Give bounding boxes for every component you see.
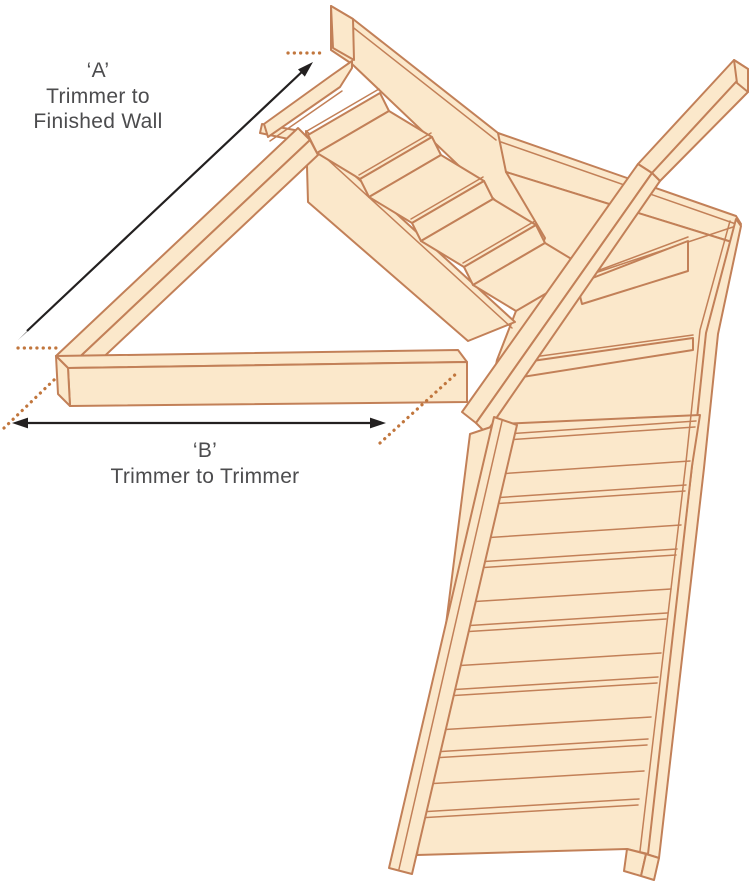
arrowhead-right-icon <box>370 417 386 429</box>
dimension-a-symbol: ‘A’ <box>86 59 110 82</box>
dimension-a-arrow <box>18 62 313 340</box>
dimension-a-text-line3: Finished Wall <box>33 110 163 134</box>
trimmer-opening-frame <box>55 127 468 407</box>
upper-flight <box>259 5 742 433</box>
dimension-a-text-line2: Trimmer to <box>46 84 150 108</box>
horizontal-trimmer-face <box>67 361 468 407</box>
arrowhead-up-icon <box>298 62 313 77</box>
lower-left-stringer <box>388 416 518 875</box>
upper-steps <box>306 88 589 312</box>
landing-surface <box>263 60 353 138</box>
right-stringer-foot-face <box>640 853 660 881</box>
dimension-b-arrow <box>12 417 386 429</box>
diagonal-trimmer <box>55 127 311 369</box>
arrowhead-left-icon <box>12 417 28 429</box>
dimension-a-label: ‘A’ Trimmer to Finished Wall <box>8 58 188 135</box>
dimension-b-text-line2: Trimmer to Trimmer <box>110 464 300 488</box>
dotted-reference-lines <box>2 51 460 445</box>
arrowhead-down-icon <box>18 325 33 340</box>
stringer-top-end <box>330 5 355 61</box>
dotted-line-corner <box>2 376 58 430</box>
beam-end-face <box>733 59 749 93</box>
dimension-b-label: ‘B’ Trimmer to Trimmer <box>55 438 355 489</box>
dimension-b-symbol: ‘B’ <box>192 439 218 462</box>
dotted-line-right <box>378 370 460 445</box>
lower-tread-lines <box>417 420 697 819</box>
crossing-stringer-beam <box>461 59 749 434</box>
horizontal-trimmer-end <box>55 355 71 407</box>
lower-flight <box>388 218 742 881</box>
